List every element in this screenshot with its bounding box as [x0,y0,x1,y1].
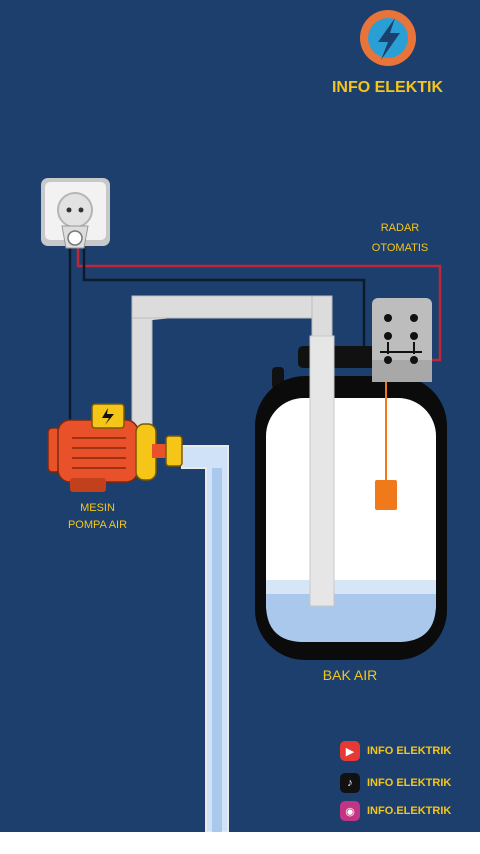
radar-label: RADAR OTOMATIS [355,222,445,256]
brand-logo-icon [360,10,416,66]
social-youtube[interactable]: ▶ INFO ELEKTRIK [340,740,451,762]
wall-socket-icon [41,178,110,249]
social-handle: INFO ELEKTRIK [367,777,452,789]
water-pump-diagram [41,10,447,832]
water-pump-icon [47,403,183,492]
tank-water [266,590,436,642]
bottom-bar [0,832,480,854]
social-handle: INFO ELEKTRIK [367,745,452,757]
water-pipe [131,295,335,607]
diagram-canvas: INFO ELEKTIK RADAR OTOMATIS MESIN POMPA … [0,0,480,832]
float-sensor [375,380,397,510]
pump-label-line2: POMPA AIR [67,518,128,531]
suction-pipe [181,445,229,832]
brand-title: INFO ELEKTIK [331,79,444,96]
social-tiktok[interactable]: ♪ INFO ELEKTRIK [340,772,451,794]
tank-label: BAK AIR [322,667,378,683]
pump-label: MESIN POMPA AIR [45,502,150,533]
social-instagram[interactable]: ◉ INFO.ELEKTRIK [340,800,451,822]
red-wire [76,244,442,362]
youtube-icon: ▶ [340,741,360,761]
pump-label-line1: MESIN [80,502,115,514]
radar-switch-icon [372,298,432,382]
radar-label-line2: OTOMATIS [371,241,429,254]
water-tank [255,346,447,660]
social-handle: INFO.ELEKTRIK [367,805,452,817]
radar-label-line1: RADAR [380,222,420,234]
dark-wire-top [82,244,366,356]
tiktok-icon: ♪ [340,773,360,793]
instagram-icon: ◉ [340,801,360,821]
